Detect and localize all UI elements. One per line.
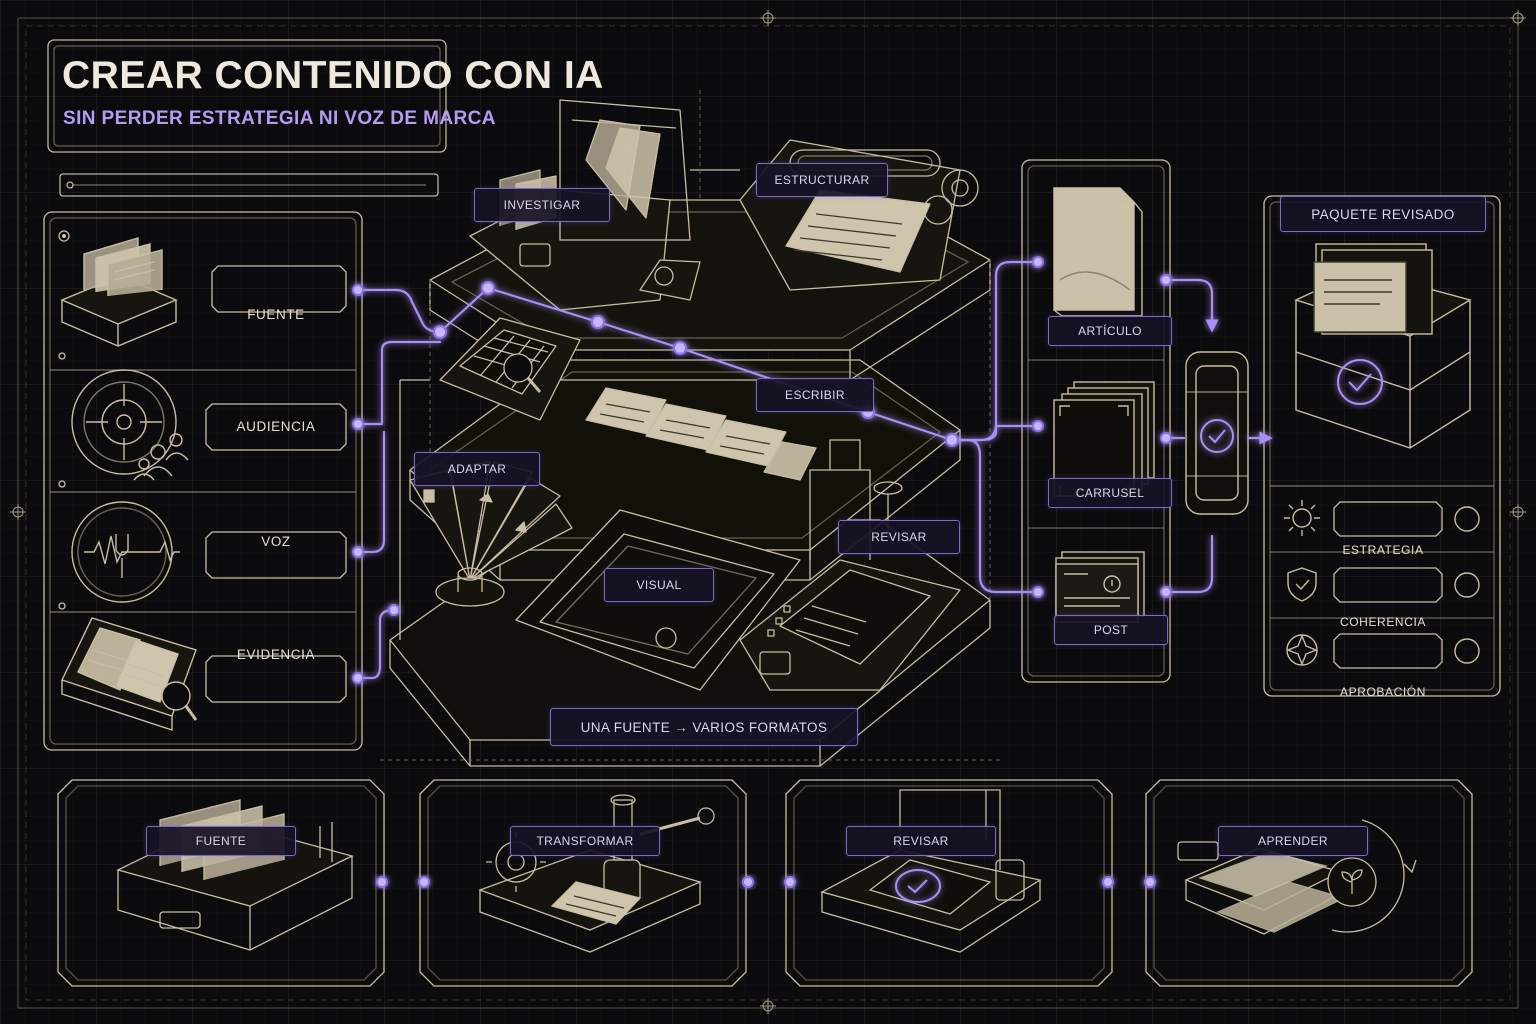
cycle-step-aprender: APRENDER <box>1218 826 1368 856</box>
target-audience-icon <box>71 369 189 481</box>
check-label-estrategia: ESTRATEGIA <box>1342 543 1424 557</box>
step-estructurar: ESTRUCTURAR <box>756 163 888 197</box>
path-voz <box>356 430 386 554</box>
cycle-aprender-illustration <box>1177 819 1417 935</box>
stacked-slides-icon <box>1053 381 1155 497</box>
page-title: CREAR CONTENIDO CON IA <box>62 54 604 97</box>
social-post-icon <box>1055 551 1145 623</box>
path-gate-top <box>1164 278 1219 333</box>
formats-panel-frame <box>1021 159 1171 683</box>
path-evidencia <box>356 608 396 680</box>
cycle-connector-nodes <box>376 876 1156 888</box>
format-post: POST <box>1054 615 1168 645</box>
step-visual: VISUAL <box>604 568 714 602</box>
document-magnifier-icon <box>61 617 198 731</box>
cycle-revisar-check-icon <box>895 869 941 903</box>
package-box-icon <box>1294 243 1472 449</box>
cycle-step-transformar: TRANSFORMAR <box>510 826 660 856</box>
step-revisar: REVISAR <box>838 520 960 554</box>
check-label-aprobacion: APROBACIÓN <box>1339 685 1426 699</box>
central-machine <box>389 99 991 767</box>
format-carrusel: CARRUSEL <box>1048 478 1172 508</box>
construction-lines <box>380 90 1000 761</box>
title-frame <box>47 39 447 197</box>
package-check-icon <box>1337 359 1383 405</box>
validation-gate <box>1185 351 1249 515</box>
gear-icon <box>1284 500 1320 536</box>
cycle-step-revisar: REVISAR <box>846 826 996 856</box>
cycle-transformar-illustration <box>478 794 715 953</box>
cycle-fuente-illustration <box>116 799 354 951</box>
step-investigar: INVESTIGAR <box>474 188 610 222</box>
check-label-coherencia: COHERENCIA <box>1339 615 1426 629</box>
path-gate-bottom <box>1164 534 1214 594</box>
formats-caption: UNA FUENTE → VARIOS FORMATOS <box>550 708 858 746</box>
flow-paths <box>356 260 1273 680</box>
input-label-evidencia: EVIDENCIA <box>236 647 316 662</box>
input-label-fuente: FUENTE <box>247 307 305 322</box>
compass-star-icon <box>1286 634 1318 666</box>
input-label-voz: VOZ <box>261 534 291 549</box>
flow-nodes <box>352 256 1172 684</box>
page-subtitle: SIN PERDER ESTRATEGIA NI VOZ DE MARCA <box>63 108 496 129</box>
step-adaptar: ADAPTAR <box>414 452 540 486</box>
cycle-step-fuente: FUENTE <box>146 826 296 856</box>
input-label-plates <box>205 265 347 703</box>
format-articulo: ARTÍCULO <box>1048 316 1172 346</box>
path-articulo <box>950 260 1040 442</box>
path-post <box>950 438 1040 594</box>
path-audiencia <box>356 340 442 426</box>
path-fuente <box>356 288 442 334</box>
cycle-panel-frames <box>57 779 1473 987</box>
cycle-revisar-illustration <box>820 789 1042 953</box>
output-status-circles <box>1454 506 1480 664</box>
shield-check-icon <box>1287 567 1317 602</box>
tuning-fork-waveform-icon <box>71 501 180 603</box>
document-icon <box>1053 187 1143 317</box>
path-carrusel <box>950 424 1040 442</box>
inputs-panel-frame <box>43 211 363 751</box>
output-check-plates <box>1333 501 1443 669</box>
check-gate-icon <box>1200 419 1234 453</box>
folder-files-icon <box>60 237 178 347</box>
output-title: PAQUETE REVISADO <box>1280 196 1486 232</box>
path-main <box>438 286 954 442</box>
frame-crosshairs <box>10 10 1526 1014</box>
step-escribir: ESCRIBIR <box>756 378 874 412</box>
input-label-audiencia: AUDIENCIA <box>236 419 316 434</box>
